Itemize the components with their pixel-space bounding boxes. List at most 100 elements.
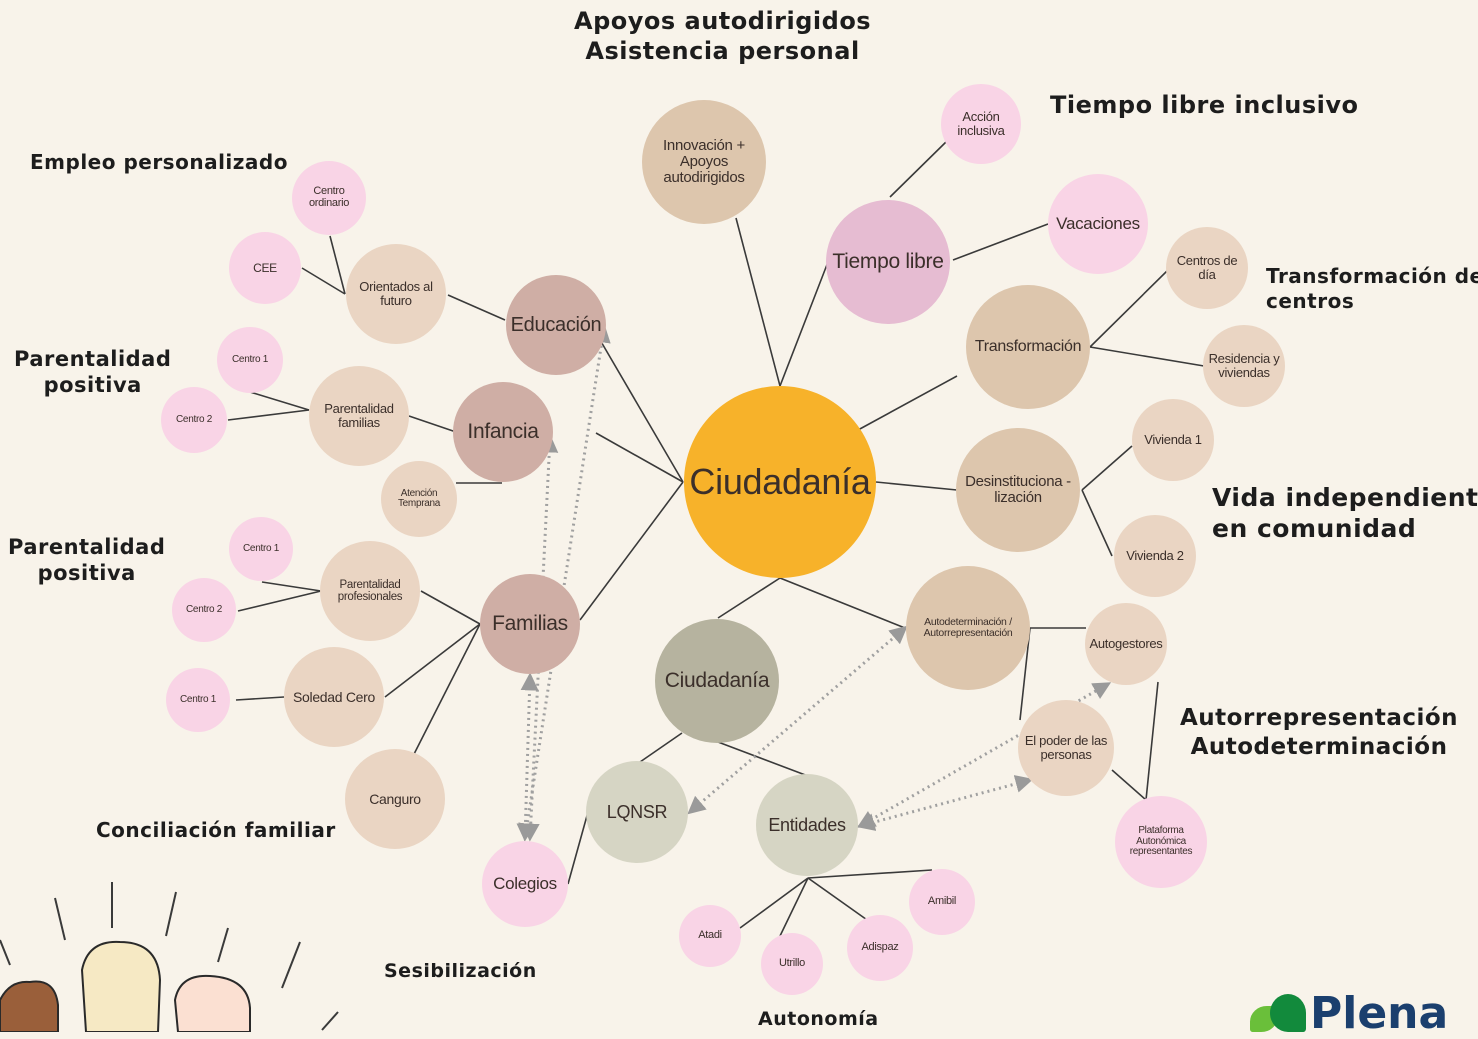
plena-leaf-icon [1248, 994, 1310, 1032]
node-centro2a: Centro 2 [161, 387, 227, 453]
node-label: Parentalidad profesionales [337, 578, 403, 603]
plena-logo: Plena [1248, 992, 1478, 1036]
node-centro1b: Centro 1 [229, 517, 293, 581]
heading-autonomia: Autonomía [758, 1008, 879, 1032]
connector-line [235, 696, 285, 701]
node-label: Vivienda 1 [1144, 432, 1202, 448]
node-tiempolibre: Tiempo libre [826, 200, 950, 324]
node-label: Centro 1 [180, 693, 216, 705]
heading-line: Asistencia personal [585, 37, 860, 65]
node-label: Centros de día [1176, 253, 1238, 282]
node-adispaz: Adispaz [847, 915, 913, 981]
node-atencion: Atención Temprana [381, 461, 457, 537]
heading-line: Vida independiente [1212, 483, 1478, 512]
heading-line: Sesibilización [384, 960, 537, 982]
node-label: CEE [253, 260, 277, 275]
node-label: Ciudadanía [664, 668, 770, 692]
node-residencia: Residencia y viviendas [1203, 325, 1285, 407]
connector-line [408, 415, 457, 433]
connector-line [1081, 489, 1113, 557]
connector-line [889, 139, 949, 198]
node-orientados: Orientados al futuro [346, 244, 446, 344]
heading-line: Parentalidad [8, 535, 166, 559]
connector-line [857, 375, 958, 431]
logo-text: Plena [1310, 988, 1449, 1039]
node-label: Atadi [698, 929, 722, 942]
node-label: Orientados al futuro [359, 279, 433, 308]
node-label: Soledad Cero [292, 688, 375, 705]
node-amibil: Amibil [909, 869, 975, 935]
node-label: Tiempo libre [832, 249, 944, 273]
node-vivienda2: Vivienda 2 [1114, 515, 1196, 597]
connector-line [249, 391, 310, 411]
node-label: Utrillo [778, 957, 805, 970]
node-utrillo: Utrillo [761, 933, 823, 995]
heading-line: Autodeterminación [1190, 733, 1448, 760]
node-familias: Familias [480, 574, 580, 674]
node-canguro: Canguro [345, 749, 445, 849]
node-autogestores: Autogestores [1085, 603, 1167, 685]
node-label: El poder de las personas [1024, 733, 1108, 762]
node-label: Centro 2 [186, 603, 222, 615]
node-label: Innovación + Apoyos autodirigidos [663, 137, 745, 186]
node-label: Vacaciones [1056, 214, 1140, 234]
heading-line: Conciliación familiar [96, 818, 336, 842]
connector-line [639, 732, 683, 763]
raised-fists-illustration [0, 882, 339, 1032]
node-label: Centro 2 [176, 413, 212, 425]
node-atadi: Atadi [679, 905, 741, 967]
node-centrosdia: Centros de día [1166, 227, 1248, 309]
heading-line: en comunidad [1212, 514, 1417, 544]
node-label: Canguro [369, 790, 421, 807]
node-label: Educación [510, 313, 602, 336]
heading-line: centros [1266, 289, 1355, 313]
node-transformacion: Transformación [966, 285, 1090, 409]
connector-line [952, 223, 1049, 261]
heading-line: Empleo personalizado [30, 150, 288, 174]
connector-line [237, 590, 322, 612]
connector-line [227, 409, 310, 421]
heading-tiempo: Tiempo libre inclusivo [1050, 90, 1359, 120]
connector-line [1111, 769, 1147, 801]
node-parentprof: Parentalidad profesionales [320, 541, 420, 641]
node-innovacion: Innovación + Apoyos autodirigidos [642, 100, 766, 224]
heading-line: Autonomía [758, 1008, 879, 1030]
node-label: Vivienda 2 [1126, 548, 1184, 564]
node-autodeterm: Autodeterminación / Autorrepresentación [906, 566, 1030, 690]
node-label: Colegios [493, 874, 557, 894]
connector-line [409, 623, 481, 763]
connector-line [1089, 269, 1169, 348]
node-parentfam: Parentalidad familias [309, 366, 409, 466]
dotted-arrow [687, 625, 908, 815]
node-centro1c: Centro 1 [166, 668, 230, 732]
node-label: Ciudadanía [689, 461, 871, 503]
node-entidades: Entidades [756, 774, 858, 876]
heading-line: Tiempo libre inclusivo [1050, 91, 1359, 119]
node-educacion: Educación [506, 275, 606, 375]
connector-line [807, 869, 933, 879]
node-colegios: Colegios [482, 841, 568, 927]
node-centro2b: Centro 2 [172, 578, 236, 642]
connector-line [384, 623, 481, 698]
connector-line [1081, 445, 1133, 491]
heading-line: Apoyos autodirigidos [574, 7, 872, 35]
node-cee: CEE [229, 232, 301, 304]
node-accion: Acción inclusiva [941, 84, 1021, 164]
connector-line [447, 294, 506, 321]
node-label: Centro 1 [243, 542, 279, 554]
node-centroordinario: Centro ordinario [292, 161, 366, 235]
connector-line [735, 217, 781, 387]
node-label: Plataforma Autonómica representantes [1129, 825, 1193, 858]
node-centro1a: Centro 1 [217, 327, 283, 393]
heading-line: Autorrepresentación [1180, 705, 1459, 731]
heading-line: positiva [37, 561, 136, 586]
node-label: Autodeterminación / Autorrepresentación [923, 615, 1013, 639]
connector-line [875, 481, 958, 491]
heading-empleo: Empleo personalizado [30, 150, 288, 175]
